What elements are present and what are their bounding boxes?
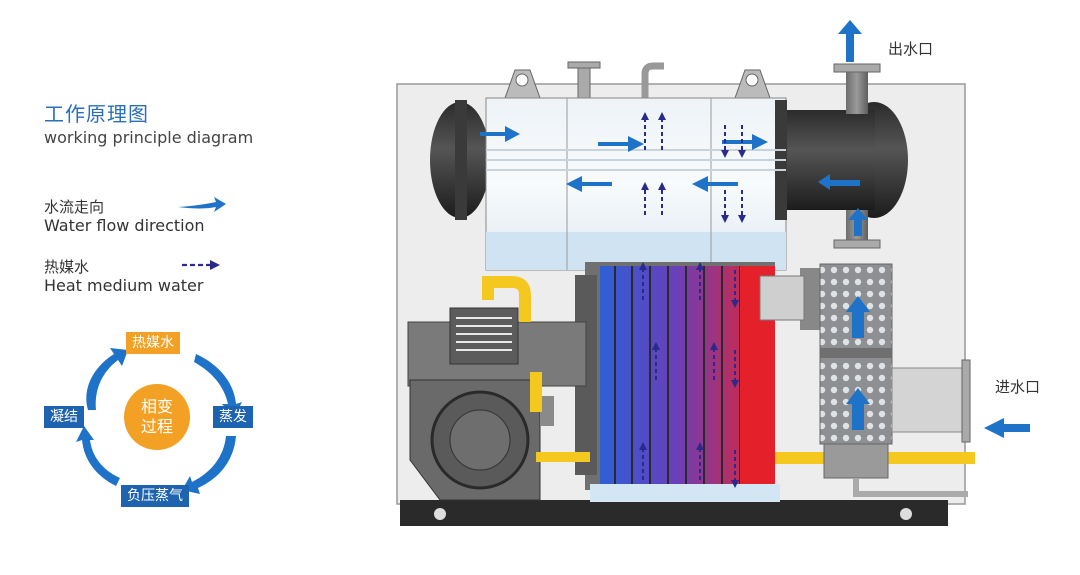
phase-change-line1: 相变 xyxy=(140,397,173,416)
flow-arrow-icon xyxy=(848,208,868,236)
heat-medium-arrow-icon xyxy=(182,260,220,270)
base-frame xyxy=(400,500,948,526)
flow-arrow-icon xyxy=(846,296,870,338)
flow-arrow-icon xyxy=(566,176,612,192)
flow-arrow-icon xyxy=(722,134,768,150)
cycle-arrow-icon xyxy=(194,354,242,418)
phase-change-circle: 相变 过程 xyxy=(124,384,190,450)
cycle-label-heat-medium: 热媒水 xyxy=(126,332,180,354)
water-flow-label-en: Water flow direction xyxy=(44,216,205,235)
heat-medium-label-cn: 热媒水 xyxy=(44,258,90,276)
flow-arrow-icon xyxy=(846,388,870,430)
outlet-arrow-icon xyxy=(838,20,862,62)
flow-arrow-icon xyxy=(692,176,738,192)
diagram-title-en: working principle diagram xyxy=(44,128,254,147)
cycle-arrow-icon xyxy=(86,348,128,410)
flow-arrow-icon xyxy=(598,136,644,152)
flow-arrow-icon xyxy=(818,174,860,190)
diagram-title-cn: 工作原理图 xyxy=(44,102,149,126)
outlet-label: 出水口 xyxy=(888,40,934,58)
cycle-label-evaporation: 蒸发 xyxy=(213,406,253,428)
water-flow-arrow-icon xyxy=(178,197,226,212)
heat-medium-label-en: Heat medium water xyxy=(44,276,204,295)
cycle-arrow-icon xyxy=(76,426,120,486)
water-flow-label-cn: 水流走向 xyxy=(44,198,105,216)
inlet-arrow-icon xyxy=(984,418,1030,438)
phase-change-line2: 过程 xyxy=(140,417,173,436)
inlet-label: 进水口 xyxy=(995,378,1041,396)
cycle-label-condensation: 凝结 xyxy=(44,406,84,428)
flow-arrow-icon xyxy=(480,126,520,142)
cycle-label-negative-pressure-steam: 负压蒸气 xyxy=(121,485,189,507)
